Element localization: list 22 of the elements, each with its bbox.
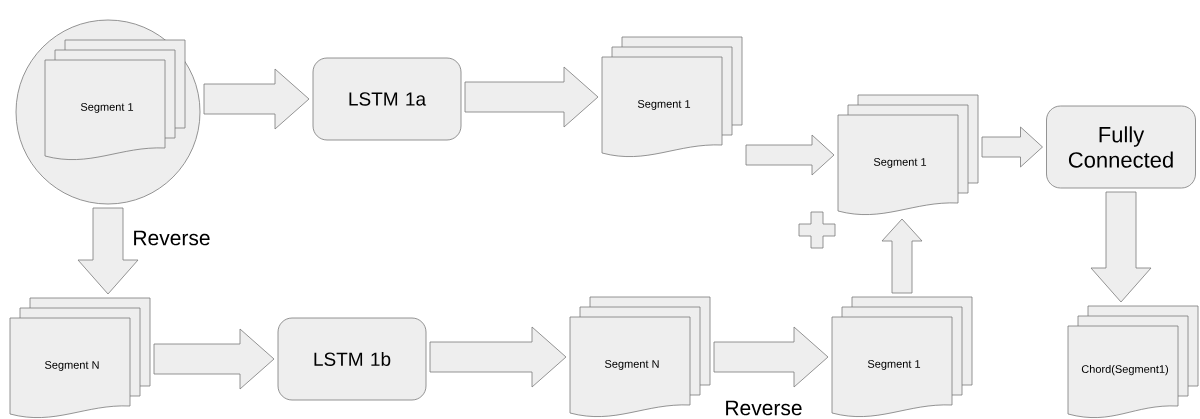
document-stack: Chord(Segment1)	[1067, 305, 1199, 418]
document-stack: Segment N	[9, 297, 151, 418]
rounded-box: Fully Connected	[1046, 105, 1196, 189]
edge-label: Reverse	[134, 230, 210, 246]
block-arrow	[203, 68, 310, 130]
block-arrow	[745, 134, 835, 176]
document-stack: Segment N	[569, 296, 711, 417]
block-arrow	[981, 126, 1043, 168]
block-arrow	[77, 207, 139, 295]
rounded-box: LSTM 1b	[277, 317, 427, 401]
edge-label: Reverse	[726, 400, 802, 416]
block-arrow	[1090, 191, 1152, 303]
block-arrow	[429, 326, 567, 388]
block-arrow	[713, 326, 829, 388]
document-stack: Segment 1	[601, 36, 743, 157]
document-stack: Segment 1	[44, 39, 186, 160]
block-arrow	[464, 66, 599, 128]
document-stack: Segment 1	[837, 94, 979, 215]
rounded-box: LSTM 1a	[312, 57, 462, 141]
document-stack: Segment 1	[831, 296, 973, 417]
block-arrow	[153, 328, 275, 390]
block-arrow	[881, 218, 923, 294]
